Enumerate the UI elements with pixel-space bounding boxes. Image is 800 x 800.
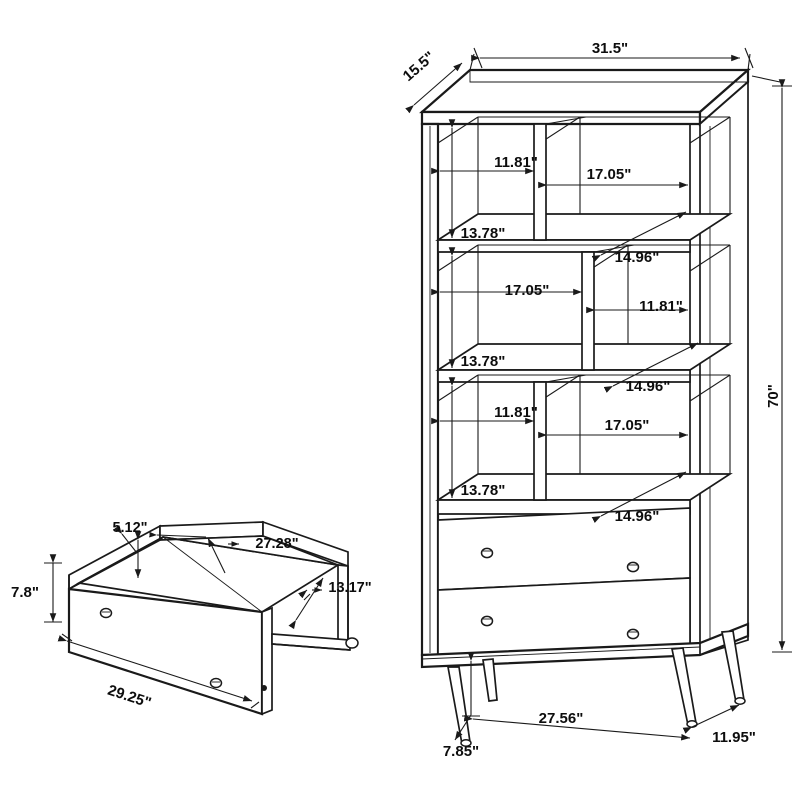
dim-label-mid-d: 14.96" <box>626 378 671 395</box>
dim-top-left-opening-width: 11.81" <box>431 154 538 175</box>
bookcase-dimensions: 31.5" 15.5" 70" 11.81" 17.05" 1 <box>400 40 792 760</box>
dim-mid-opening-depth: 14.96" <box>603 342 699 395</box>
dim-mid-opening-height: 13.78" <box>448 247 506 370</box>
bookcase-right-side-panel <box>699 80 749 657</box>
dim-label-leg-h: 7.85" <box>443 743 479 760</box>
dim-label-leg-side: 11.95" <box>712 729 756 746</box>
dim-label-drawer-inner-d: 13.17" <box>328 580 371 596</box>
dim-leg-height: 7.85" <box>443 652 480 760</box>
dim-label-top-right-w: 17.05" <box>587 166 632 183</box>
dim-overall-height: 70" <box>751 75 792 653</box>
dim-label-top-left-w: 11.81" <box>494 154 538 171</box>
dim-label-bot-left-w: 11.81" <box>494 404 538 421</box>
dim-drawer-inner-length: 27.28" <box>207 536 299 574</box>
dim-bot-opening-height: 13.78" <box>448 377 506 499</box>
dim-label-mid-h: 13.78" <box>461 353 506 370</box>
dim-overall-width: 31.5" <box>469 40 754 71</box>
bookcase-top-panel <box>419 67 751 127</box>
dim-label-bot-h: 13.78" <box>461 482 506 499</box>
dim-label-drawer-inner-h: 5.12" <box>112 520 147 536</box>
bookcase-left-side-panel <box>420 122 440 657</box>
dim-mid-left-opening-width: 17.05" <box>431 282 582 299</box>
dim-drawer-height: 7.8" <box>11 554 62 623</box>
dim-leg-span-front: 27.56" <box>463 710 691 741</box>
drawer-lower[interactable] <box>437 577 691 658</box>
dim-label-mid-right-w: 11.81" <box>639 298 683 315</box>
dim-label-top-h: 13.78" <box>461 225 506 242</box>
dim-bot-opening-depth: 14.96" <box>591 471 687 525</box>
dim-leg-span-side: 11.95" <box>682 704 756 746</box>
dim-label-bot-d: 14.96" <box>615 508 660 525</box>
dim-top-opening-height: 13.78" <box>448 119 506 242</box>
dim-label-drawer-inner-l: 27.28" <box>255 536 298 552</box>
bookcase-body <box>419 67 751 747</box>
dim-label-bot-right-w: 17.05" <box>605 417 650 434</box>
dim-bot-right-opening-width: 17.05" <box>538 417 688 439</box>
dim-label-leg-span: 27.56" <box>539 710 584 727</box>
dim-label-depth: 15.5" <box>400 48 439 85</box>
dim-label-top-d: 14.96" <box>615 249 660 266</box>
dim-top-opening-depth: 14.96" <box>591 211 687 266</box>
dim-label-mid-left-w: 17.05" <box>505 282 550 299</box>
dim-label-drawer-h: 7.8" <box>11 584 39 601</box>
dim-label-width: 31.5" <box>592 40 628 57</box>
dim-top-right-opening-width: 17.05" <box>538 166 688 189</box>
dim-drawer-inner-depth: 13.17" <box>288 577 372 630</box>
dim-label-height: 70" <box>765 384 782 408</box>
dim-label-drawer-w: 29.25" <box>106 682 154 712</box>
dim-drawer-inner-height: 5.12" <box>112 520 148 578</box>
dim-mid-right-opening-width: 11.81" <box>586 298 688 315</box>
dim-bot-left-opening-width: 11.81" <box>431 404 538 425</box>
